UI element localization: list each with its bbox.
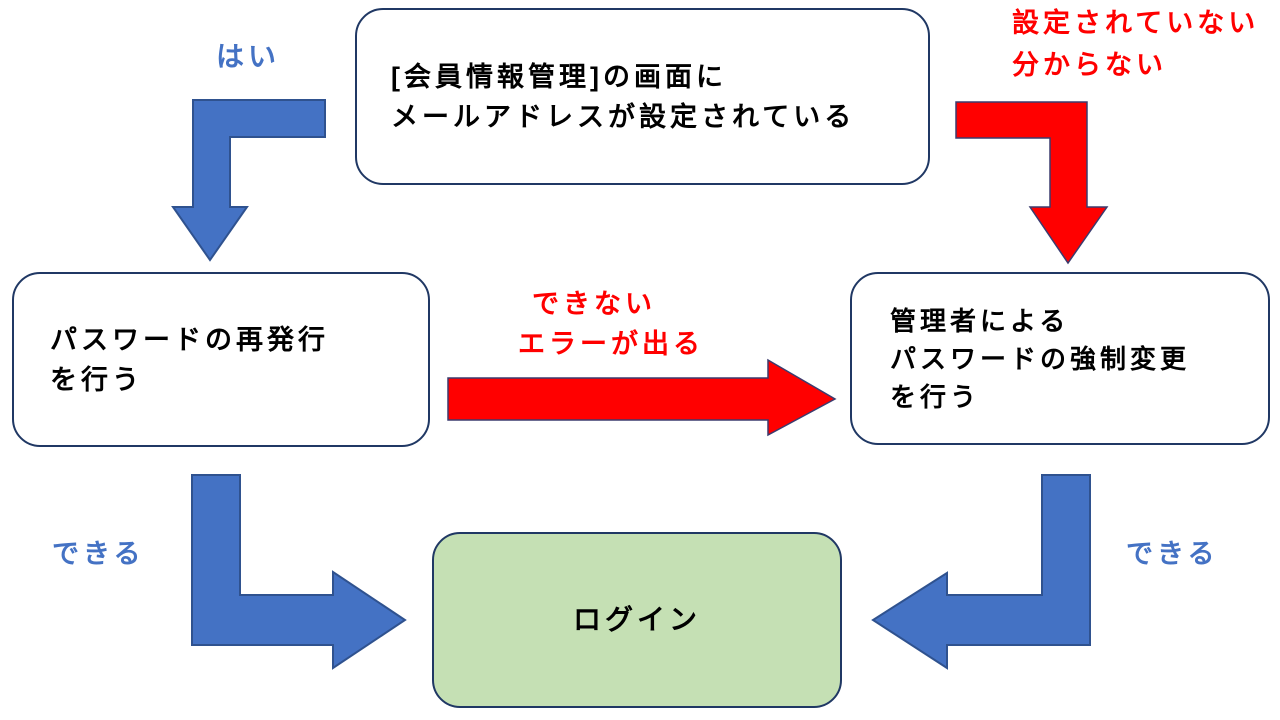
decision-box-email-set-line1: [会員情報管理]の画面に	[391, 61, 727, 92]
process-box-admin-force-change: 管理者による パスワードの強制変更 を行う	[850, 272, 1270, 445]
terminal-box-login-label: ログイン	[572, 604, 701, 635]
label-not-set-unknown: 設定されていない 分からない	[1012, 2, 1259, 86]
process-box-password-reissue-line2: を行う	[50, 364, 143, 395]
arrow-not-set-down-icon	[955, 101, 1109, 265]
arrow-cannot-right-icon	[447, 358, 837, 437]
process-box-password-reissue-line1: パスワードの再発行	[50, 324, 329, 355]
decision-box-email-set-line2: メールアドレスが設定されている	[391, 101, 856, 132]
label-cannot-line2: エラーが出る	[518, 329, 704, 359]
arrow-yes-down-icon	[171, 99, 326, 262]
label-can-left: できる	[52, 539, 145, 569]
process-box-admin-force-change-line3: を行う	[890, 381, 981, 412]
decision-box-email-set: [会員情報管理]の画面に メールアドレスが設定されている	[355, 8, 930, 185]
process-box-password-reissue: パスワードの再発行 を行う	[12, 272, 430, 447]
process-box-admin-force-change-line1: 管理者による	[890, 305, 1070, 336]
arrow-can-right-to-login-icon	[871, 474, 1091, 670]
label-can-right: できる	[1126, 539, 1219, 569]
label-cannot-error: できない エラーが出る	[518, 284, 704, 364]
label-not-set-line2: 分からない	[1012, 50, 1167, 80]
label-cannot-line1: できない	[532, 289, 656, 319]
process-box-admin-force-change-line2: パスワードの強制変更	[890, 343, 1191, 374]
arrow-can-left-to-login-icon	[191, 474, 407, 670]
label-yes: はい	[216, 41, 281, 72]
label-not-set-line1: 設定されていない	[1012, 8, 1260, 38]
terminal-box-login: ログイン	[432, 532, 842, 708]
